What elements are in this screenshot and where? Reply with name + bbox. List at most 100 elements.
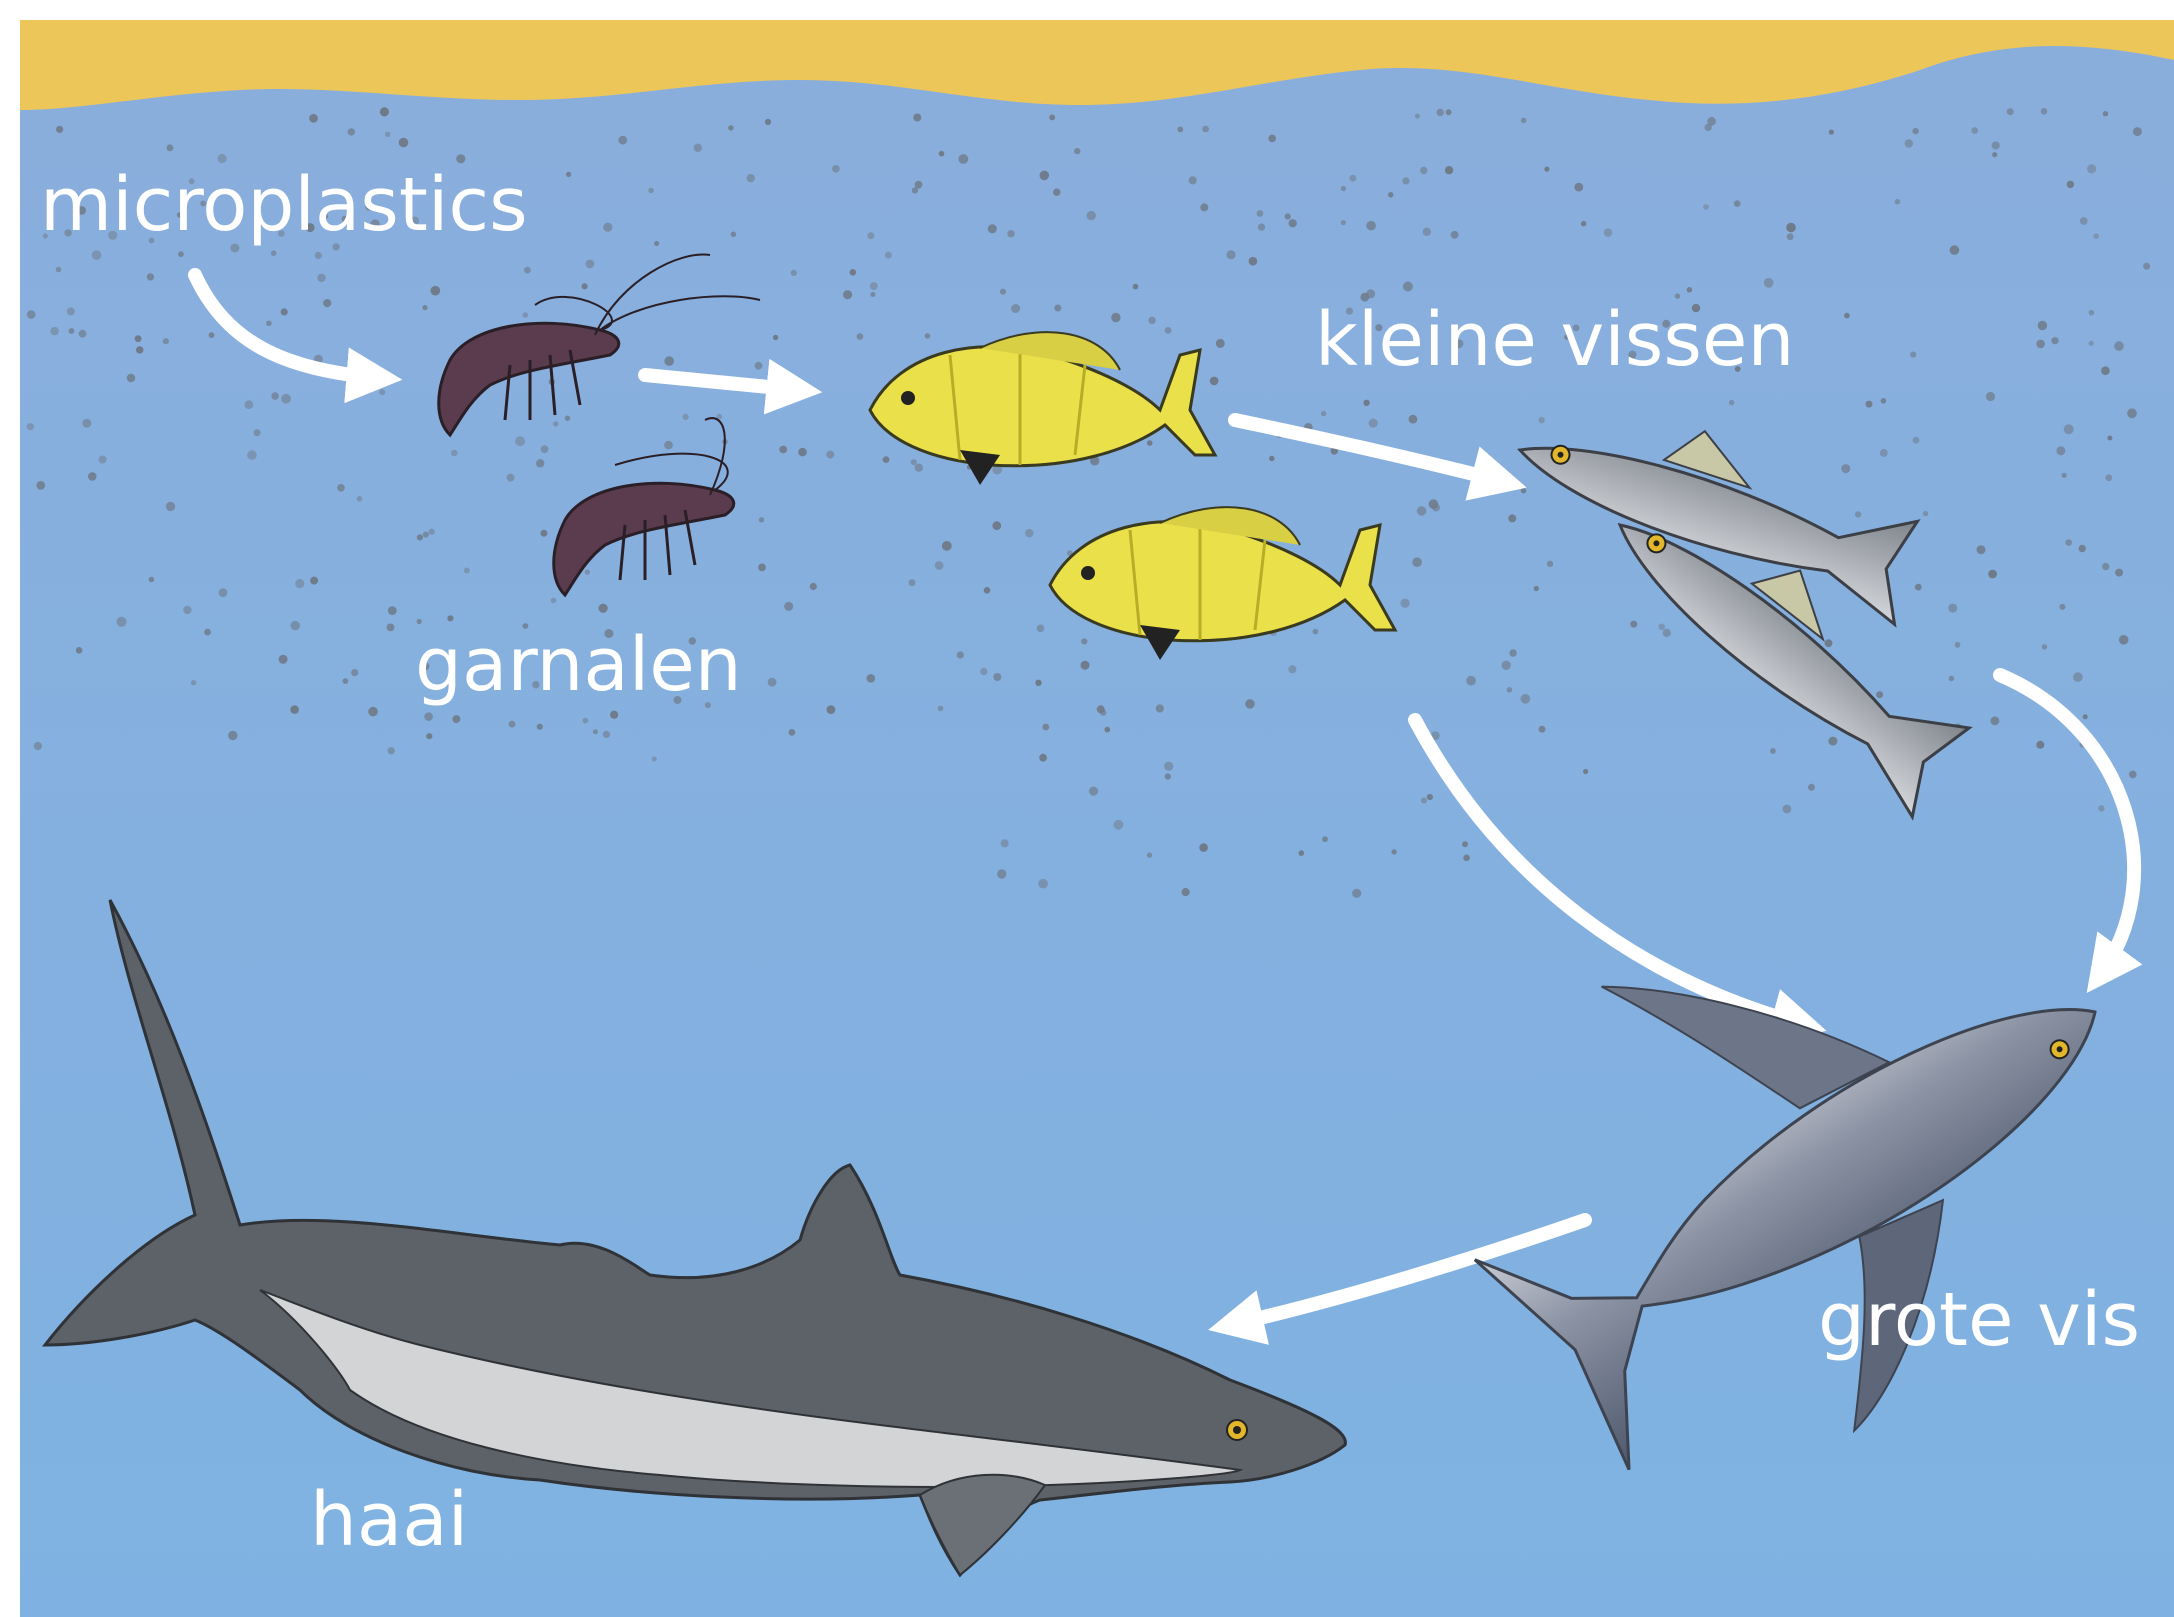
microplastic-particle	[1950, 245, 1960, 255]
microplastic-particle	[765, 119, 771, 125]
microplastic-particle	[1114, 820, 1124, 830]
microplastic-particle	[290, 705, 299, 714]
microplastic-particle	[447, 615, 453, 621]
microplastic-particle	[2059, 604, 2065, 610]
microplastic-particle	[357, 496, 363, 502]
microplastic-particle	[2064, 424, 2074, 434]
microplastic-particle	[27, 423, 34, 430]
microplastic-particle	[2067, 181, 2074, 188]
microplastic-particle	[939, 151, 945, 157]
microplastic-particle	[1011, 304, 1020, 313]
microplastic-particle	[1466, 676, 1476, 686]
microplastic-particle	[566, 172, 571, 177]
microplastic-particle	[523, 312, 529, 318]
microplastic-particle	[942, 541, 952, 551]
microplastic-particle	[380, 107, 389, 116]
microplastic-particle	[773, 335, 778, 340]
microplastic-particle	[183, 606, 191, 614]
microplastic-particle	[1081, 661, 1090, 670]
microplastic-particle	[1156, 704, 1164, 712]
microplastic-particle	[1521, 488, 1526, 493]
microplastic-particle	[1288, 665, 1296, 673]
microplastic-particle	[135, 335, 142, 342]
microplastic-particle	[553, 421, 558, 426]
microplastic-particle	[1574, 183, 1583, 192]
microplastic-particle	[266, 321, 272, 327]
microplastic-particle	[149, 577, 155, 583]
microplastic-particle	[2098, 805, 2104, 811]
microplastic-particle	[368, 707, 378, 717]
microplastic-particle	[1040, 171, 1050, 181]
microplastic-particle	[423, 532, 429, 538]
microplastic-particle	[1844, 313, 1850, 319]
microplastic-particle	[82, 419, 91, 428]
microplastic-particle	[1828, 737, 1837, 746]
microplastic-particle	[583, 718, 589, 724]
microplastic-particle	[36, 481, 45, 490]
microplastic-particle	[883, 456, 890, 463]
microplastic-particle	[219, 588, 228, 597]
microplastic-particle	[452, 715, 460, 723]
microplastic-particle	[69, 328, 75, 334]
microplastic-particle	[387, 624, 395, 632]
microplastic-particle	[1081, 638, 1087, 644]
microplastic-particle	[1509, 649, 1516, 656]
microplastic-particle	[992, 521, 1001, 530]
microplastic-particle	[1905, 139, 1913, 147]
microplastic-particle	[1427, 794, 1433, 800]
microplastic-particle	[1269, 456, 1274, 461]
microplastic-particle	[870, 282, 878, 290]
microplastic-particle	[1855, 511, 1861, 517]
microplastic-particle	[2103, 111, 2108, 116]
microplastic-particle	[1054, 305, 1061, 312]
microplastic-particle	[1808, 784, 1815, 791]
microplastic-particle	[388, 747, 395, 754]
microplastic-particle	[351, 669, 358, 676]
microplastic-particle	[789, 729, 796, 736]
microplastic-particle	[1189, 176, 1197, 184]
microplastic-particle	[1502, 661, 1511, 670]
microplastic-particle	[2119, 635, 2129, 645]
microplastic-particle	[536, 459, 544, 467]
microplastic-particle	[1037, 625, 1045, 633]
microplastic-particle	[424, 712, 433, 721]
microplastic-particle	[2143, 263, 2150, 270]
microplastic-particle	[1977, 545, 1986, 554]
microplastic-particle	[429, 529, 435, 535]
microplastic-particle	[271, 392, 279, 400]
microplastic-particle	[1703, 204, 1709, 210]
microplastic-particle	[507, 474, 515, 482]
microplastic-particle	[1133, 284, 1139, 290]
microplastic-particle	[1039, 754, 1047, 762]
microplastic-particle	[1783, 805, 1792, 814]
microplastic-particle	[1539, 726, 1546, 733]
microplastic-particle	[1341, 186, 1346, 191]
microplastic-particle	[1417, 506, 1426, 515]
microplastic-particle	[1423, 228, 1431, 236]
microplastic-particle	[870, 292, 875, 297]
microplastic-particle	[1786, 223, 1796, 233]
microplastic-particle	[832, 165, 840, 173]
microplastic-particle	[1992, 141, 2000, 149]
microplastic-particle	[913, 114, 921, 122]
microplastic-particle	[2038, 321, 2047, 330]
microplastic-particle	[323, 299, 331, 307]
microplastic-particle	[610, 711, 618, 719]
microplastic-particle	[593, 729, 598, 734]
microplastic-particle	[1544, 167, 1549, 172]
microplastic-particle	[317, 274, 325, 282]
microplastic-particle	[426, 733, 432, 739]
microplastic-particle	[1148, 317, 1155, 324]
microplastic-particle	[1445, 166, 1453, 174]
microplastic-particle	[1420, 167, 1427, 174]
microplastic-particle	[664, 356, 674, 366]
microplastic-particle	[1971, 127, 1978, 134]
microplastic-particle	[541, 445, 549, 453]
microplastic-particle	[191, 680, 196, 685]
microplastic-particle	[1991, 717, 2000, 726]
microplastic-particle	[1289, 219, 1297, 227]
microplastic-particle	[310, 577, 318, 585]
microplastic-particle	[2089, 310, 2095, 316]
microplastic-particle	[79, 330, 87, 338]
microplastic-particle	[1352, 889, 1361, 898]
